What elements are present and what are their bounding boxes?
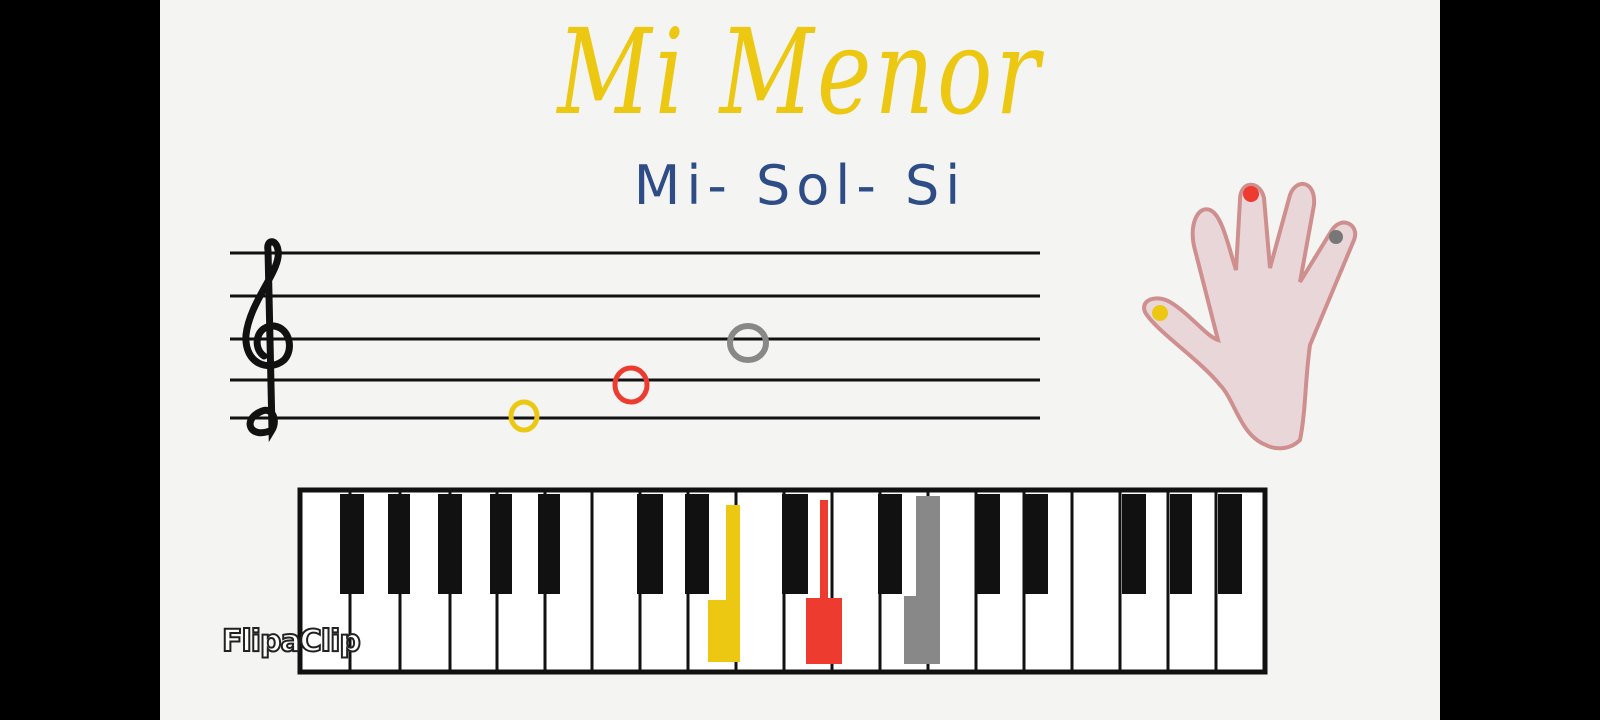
treble-clef-icon [242, 238, 293, 443]
note-mi [508, 399, 540, 433]
flipaclip-watermark: FlipaClip [221, 623, 362, 660]
key-sol-stem [820, 500, 828, 610]
chord-title: Mi Menor [557, 3, 1043, 141]
chord-notes-label: Mi- Sol- Si [633, 154, 967, 217]
illustration [230, 182, 1358, 675]
note-sol [612, 365, 650, 405]
hand-icon [1142, 182, 1358, 451]
music-staff [230, 251, 1040, 420]
key-si-stem [916, 496, 940, 611]
key-mi-stem [726, 505, 740, 615]
piano-keyboard [297, 487, 1268, 675]
canvas: Mi Menor Mi- Sol- Si [160, 0, 1440, 720]
black-keys [340, 494, 1242, 594]
note-si [727, 323, 769, 363]
